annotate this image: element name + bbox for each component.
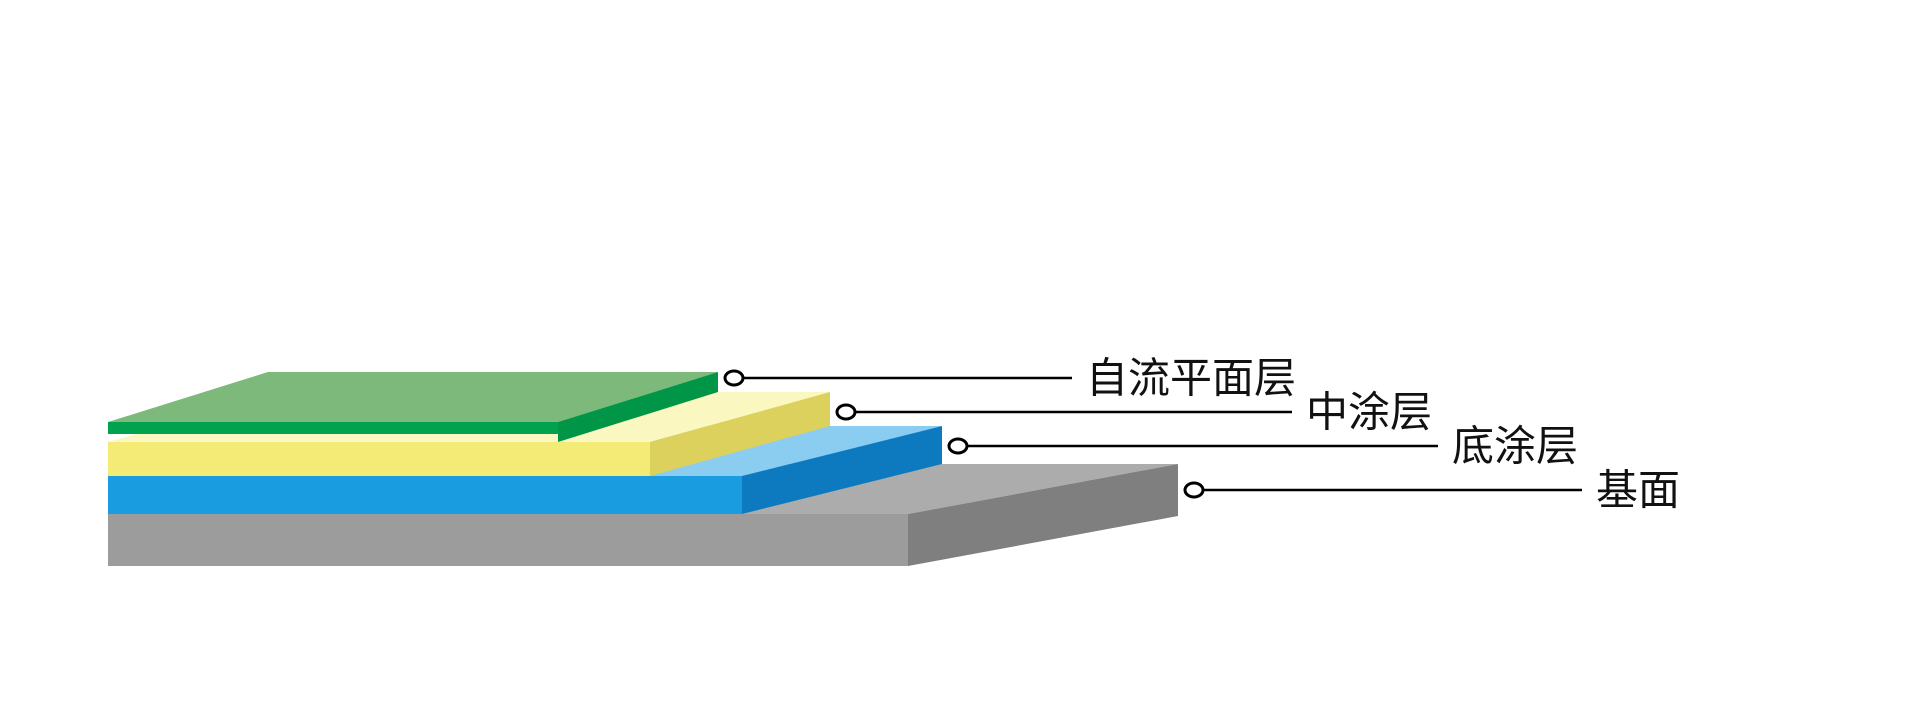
substrate-side-face <box>908 464 1178 566</box>
callout-primer-coat: 底涂层 <box>947 423 1578 470</box>
label-primer-coat: 底涂层 <box>1452 423 1578 470</box>
callout-marker-middle-coat <box>835 403 857 421</box>
topcoat-front-face <box>108 422 558 434</box>
callout-marker-topcoat <box>723 369 745 387</box>
primer-coat-side-face <box>742 426 942 514</box>
topcoat-side-face <box>558 372 718 442</box>
label-substrate: 基面 <box>1596 467 1680 514</box>
label-middle-coat: 中涂层 <box>1306 389 1432 436</box>
callout-marker-substrate <box>1183 481 1205 499</box>
callout-substrate: 基面 <box>1183 467 1680 514</box>
label-self-leveling-topcoat: 自流平面层 <box>1086 355 1296 402</box>
middle-coat-front-face <box>108 442 650 476</box>
callout-marker-primer-coat <box>947 437 969 455</box>
callout-topcoat: 自流平面层 <box>723 355 1296 402</box>
middle-coat-side-face <box>650 392 830 476</box>
topcoat-top-face <box>108 372 718 422</box>
callout-middle-coat: 中涂层 <box>835 389 1432 436</box>
primer-coat-front-face <box>108 476 742 514</box>
substrate-front-face <box>108 514 908 566</box>
layer-self-leveling-topcoat <box>108 372 718 442</box>
